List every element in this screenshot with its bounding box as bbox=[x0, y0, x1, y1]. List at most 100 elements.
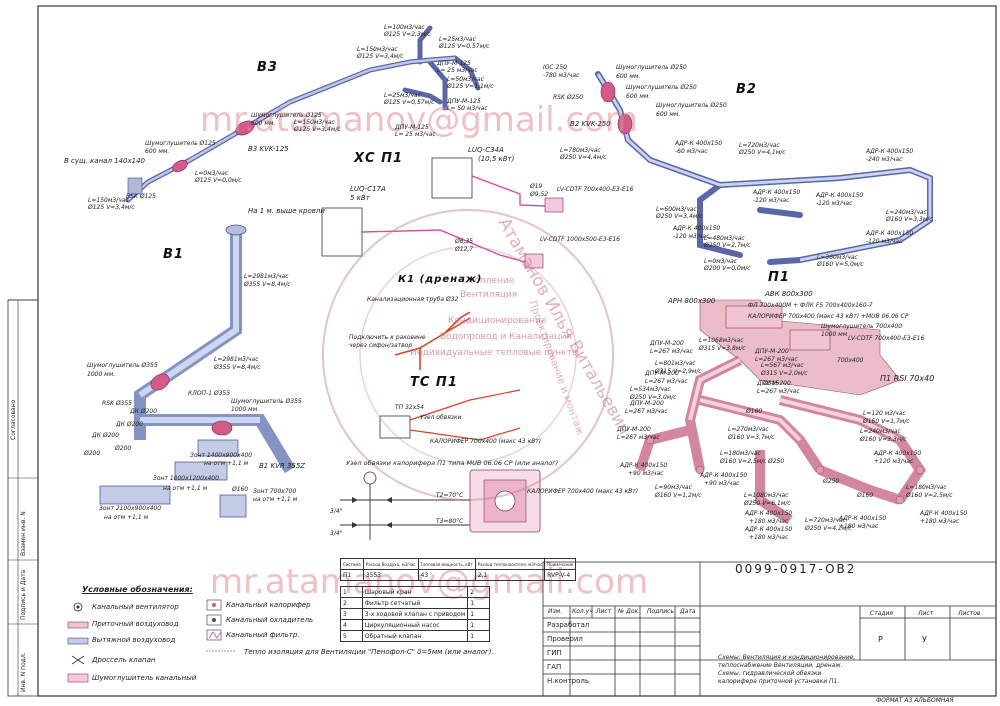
p1-adr-7: АДР-К 400х150 bbox=[920, 510, 968, 517]
p1-cdtf: LV-CDTF 700х400-E3-E16 bbox=[848, 335, 925, 342]
title-desc-4: калорифера приточной установки П1. bbox=[718, 678, 840, 685]
v3-dpu-2b: L= 50 м3/час bbox=[447, 105, 488, 112]
p1-adr-2b: +90 м3/час bbox=[704, 480, 740, 487]
p1-flow-2: L=801м3/час bbox=[655, 360, 696, 367]
v2-adr-6: АДР-К 400х150 bbox=[866, 230, 914, 237]
xc-dia-1: Ø19 bbox=[530, 183, 543, 190]
v3-dpu-3: ДПУ-М-125 bbox=[395, 124, 429, 131]
stamp-line-2: Вентиляция bbox=[460, 290, 518, 300]
v2-flow-6b: Ø160 V=3,3м/с bbox=[886, 216, 933, 223]
system-title-v2: В2 bbox=[736, 82, 757, 97]
p1-flow-11b: Ø160 V=3,3м/с bbox=[860, 436, 907, 443]
v2-flow-1b: Ø250 V=4,4м/с bbox=[560, 154, 607, 161]
v3-flow-7: L=50м3/час bbox=[447, 76, 484, 83]
p1-flow-8b: Ø250 V=6,1м/с bbox=[744, 500, 791, 507]
v3-silencer-2b: 600 мм. bbox=[251, 120, 276, 127]
v3-flow-3: L=150м3/час bbox=[294, 119, 335, 126]
v1-kvr: В1 KVR 355Z bbox=[259, 462, 306, 470]
sheet-header: Лист bbox=[918, 610, 934, 617]
p1-adr-3: АДР-К 400х150 bbox=[745, 510, 793, 517]
side-stamp-sign: Подпись и Дата bbox=[20, 569, 27, 620]
k1-note: Подключить к раковине bbox=[349, 334, 426, 341]
v2-silencer-1b: 600 мм. bbox=[616, 73, 641, 80]
p1-dpu-6: ДПУ-М-200 bbox=[757, 380, 791, 387]
v3-kvk-label: В3 KVK-125 bbox=[248, 145, 289, 153]
xc-cdtf-2: LV-CDTF 1000х500-E3-E16 bbox=[540, 236, 621, 243]
v3-flow-2: L=0м3/час bbox=[195, 170, 229, 177]
v2-adr-3b: -120 м3/час bbox=[816, 200, 853, 207]
v1-zont-3: Зонт 2100х900х400 bbox=[99, 505, 162, 512]
p1-avk: АВК 800х300 bbox=[765, 290, 813, 298]
p1-flow-5b: Ø160 V=3,7м/с bbox=[728, 434, 775, 441]
v3-flow-4b: Ø125 V=2,3м/с bbox=[384, 31, 431, 38]
legend-item-silencer: Шумоглушитель канальный bbox=[92, 674, 197, 682]
v2-adr-3: АДР-К 400х150 bbox=[816, 192, 864, 199]
p1-adr-7b: +180 м3/час bbox=[920, 518, 960, 525]
v2-igcb: -780 м3/час bbox=[543, 72, 580, 79]
p1-dpu-4b: L=267 м3/час bbox=[617, 434, 660, 441]
xc-unit-2: LUQ-C34A bbox=[468, 146, 504, 154]
v2-flow-1: L=780м3/час bbox=[560, 147, 601, 154]
tc-heater-2: КАЛОРИФЕР 700х400 (макс 43 кВт) bbox=[527, 488, 639, 495]
v1-zont-3b: на отм +1,1 м bbox=[104, 514, 149, 521]
v1-zont-2: Зонт 1000х1200х400 bbox=[153, 475, 219, 482]
p1-adr-6: АДР-К 400х150 bbox=[839, 515, 887, 522]
v1-dia-1: Ø200 bbox=[84, 450, 101, 457]
v1-klop: КЛОП-1 Ø355 bbox=[188, 390, 231, 397]
v2-rsk: RSK Ø250 bbox=[553, 94, 583, 101]
v2-adr-1b: -60 м3/час bbox=[675, 148, 708, 155]
v3-canal-label: В сущ. канал 140х140 bbox=[64, 157, 146, 165]
v3-flow-2b: Ø125 V=0,0м/с bbox=[195, 177, 242, 184]
system-title-xc: ХС П1 bbox=[354, 151, 404, 166]
p1-dia-5: Ø160 bbox=[857, 492, 874, 499]
v1-zont-1: Зонт 1400х900х400 bbox=[190, 452, 253, 459]
v1-silencer-b: 1000 мм. bbox=[87, 371, 116, 378]
p1-dpu-2b: L=267 м3/час bbox=[645, 378, 688, 385]
v2-flow-7: L=0м3/час bbox=[704, 258, 738, 265]
title-desc-1: Схемы: Вентиляция и кондиционирование, bbox=[718, 654, 856, 661]
v3-flow-4: L=100м3/час bbox=[384, 24, 425, 31]
p1-flow-6b: Ø160 V=2,5м/с bbox=[720, 458, 767, 465]
v3-rsk-label: RSK Ø125 bbox=[126, 193, 156, 200]
v2-flow-3b: Ø250 V=3,4м/с bbox=[656, 213, 703, 220]
v1-top: На 1 м. выше кровли bbox=[248, 207, 325, 215]
sheet-value: У bbox=[922, 635, 927, 644]
v3-dpu-1: ДПУ-М-125 bbox=[437, 60, 471, 67]
v2-silencer-3b: 600 мм. bbox=[656, 111, 681, 118]
title-role-gap: ГАП bbox=[547, 663, 562, 671]
v2-adr-4: АДР-К 400х150 bbox=[866, 148, 914, 155]
v2-adr-2b: -120 м3/час bbox=[753, 197, 790, 204]
p1-dpu-5b: L=267 м3/час bbox=[755, 356, 798, 363]
table-cell: П1 bbox=[340, 569, 364, 581]
p1-adr-4: АДР-К 400х150 bbox=[745, 526, 793, 533]
p1-adr-5: АДР-К 400х150 bbox=[874, 450, 922, 457]
v2-adr-1: АДР-К 400х150 bbox=[675, 140, 723, 147]
legend-title: Условные обозначения: bbox=[82, 585, 193, 594]
v1-zont-4: Зонт 700х700 bbox=[253, 488, 297, 495]
v3-flow-3b: Ø125 V=3,4м/с bbox=[294, 126, 341, 133]
v3-flow-5b: Ø125 V=3,4м/с bbox=[357, 53, 404, 60]
title-col-date: Дата bbox=[680, 608, 696, 615]
v1-flow-1b: Ø355 V=8,4м/с bbox=[244, 281, 291, 288]
p1-flow-1b: Ø315 V=3,8м/с bbox=[699, 345, 746, 352]
system-title-v3: В3 bbox=[257, 60, 278, 75]
xc-unit-2b: (10,5 кВт) bbox=[478, 155, 515, 163]
title-role-norm: Н.контроль bbox=[547, 677, 589, 685]
v2-flow-3: L=600м3/час bbox=[656, 206, 697, 213]
p1-silencer: Шумоглушитель 700х400 bbox=[821, 323, 903, 330]
p1-silencer-b: 1000 мм bbox=[821, 331, 848, 338]
v1-zont-1b: на отм +1,1 м bbox=[204, 460, 249, 467]
tc-unit: ТП 32х54 bbox=[395, 404, 424, 411]
v2-adr-5b: -120 м3/час bbox=[673, 233, 710, 240]
title-desc-3: Схемы: гидравлической обвязки bbox=[718, 670, 822, 677]
v2-silencer-2: Шумоглушитель Ø250 bbox=[626, 84, 697, 91]
xc-dia-2: Ø6,35 bbox=[455, 238, 474, 245]
v1-silencer: Шумоглушитель Ø355 bbox=[87, 362, 158, 369]
v3-flow-1: L=150м3/час bbox=[88, 197, 129, 204]
v3-silencer-1: Шумоглушитель Ø125 bbox=[145, 140, 216, 147]
title-col-koluch: Кол.уч bbox=[572, 608, 593, 615]
